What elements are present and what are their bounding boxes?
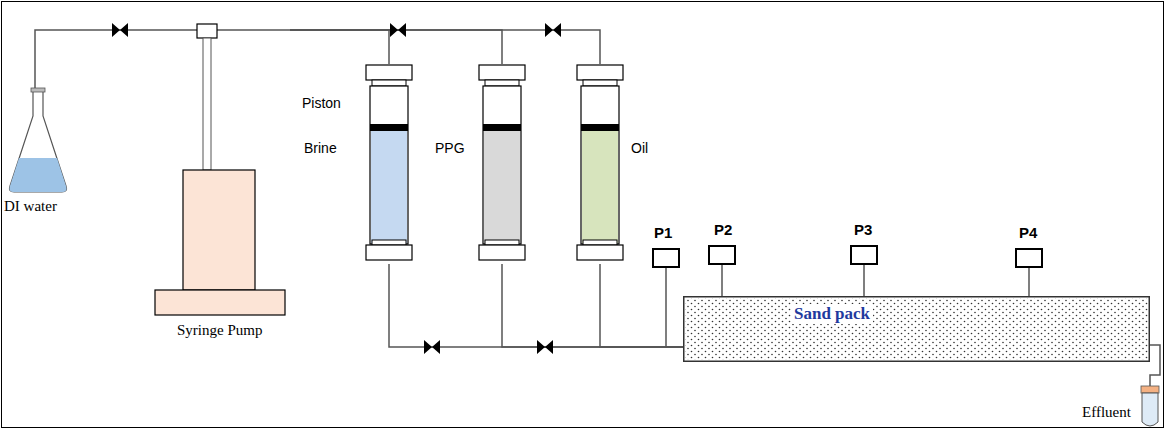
pipe-line	[721, 265, 723, 296]
node-label: Sand pack	[791, 304, 873, 324]
pipe-line	[600, 264, 683, 347]
pressure-gauge: P4	[1015, 248, 1043, 268]
node-label: Syringe Pump	[177, 322, 262, 339]
syringe-pump-shape	[130, 24, 290, 349]
node-label: Effluent	[1082, 404, 1131, 421]
pipe-line	[35, 30, 130, 88]
pipe-line	[290, 30, 389, 64]
valve-symbol	[390, 23, 406, 37]
brine-cylinder: Brine	[364, 64, 414, 264]
node-label: Oil	[631, 140, 648, 156]
node-label: P4	[1019, 224, 1037, 241]
node-label: DI water	[4, 198, 57, 215]
flask-node: DI water	[0, 88, 80, 223]
pipe-line	[502, 264, 683, 347]
valve-symbol	[112, 23, 128, 37]
ppg-cylinder-shape	[477, 64, 527, 264]
ppg-cylinder: PPG	[477, 64, 527, 264]
pipe-line	[389, 264, 683, 347]
part-label: Piston	[302, 95, 341, 111]
effluent-tube: Effluent	[1078, 386, 1162, 429]
node-label: PPG	[435, 140, 465, 156]
valve-symbol	[537, 340, 553, 354]
sand-pack-shape	[683, 296, 1150, 362]
oil-cylinder: Oil	[575, 64, 625, 264]
node-label: P1	[654, 224, 672, 241]
syringe-pump: Syringe Pump	[130, 24, 290, 349]
valve-symbol	[545, 23, 561, 37]
pipe-line	[290, 30, 600, 64]
valve-symbol	[424, 340, 440, 354]
node-label: P3	[854, 221, 872, 238]
brine-cylinder-shape	[364, 64, 414, 264]
pipe-line	[1150, 345, 1160, 386]
pipe-line	[666, 268, 683, 347]
node-label: Brine	[304, 140, 337, 156]
oil-cylinder-shape	[575, 64, 625, 264]
pressure-gauge: P3	[850, 245, 878, 265]
pressure-gauge: P2	[708, 245, 736, 265]
pipe-line	[863, 265, 865, 296]
pipe-line	[1028, 268, 1030, 296]
node-label: P2	[714, 221, 732, 238]
sand-pack: Sand pack	[683, 296, 1150, 362]
pipe-line	[290, 30, 502, 64]
pressure-gauge: P1	[652, 248, 680, 268]
